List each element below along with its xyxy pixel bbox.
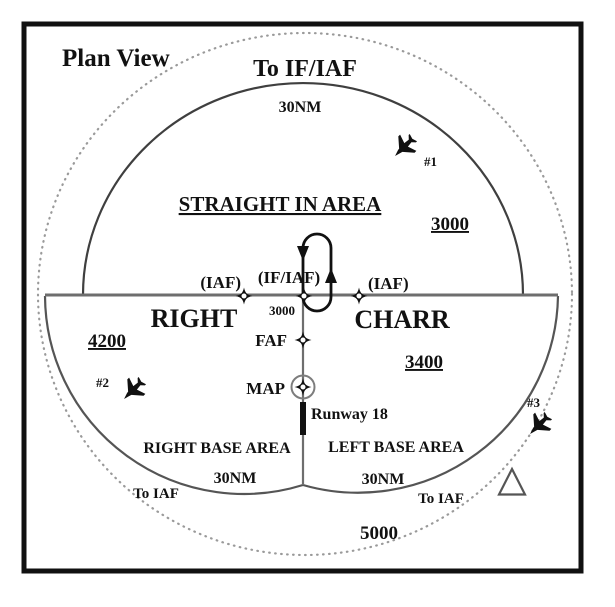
iaf-left-label: (IAF) [200,273,241,292]
to-if-iaf-label: To IF/IAF [253,56,357,82]
altitude-left-base: 3400 [405,352,443,373]
airplane-icon-3 [521,407,557,443]
right-base-area-arc [43,295,304,496]
if-iaf-label: (IF/IAF) [258,268,320,287]
iaf-right-label: (IAF) [368,274,409,293]
page-title: Plan View [62,45,170,72]
radius-label-bottom-right: 30NM [362,471,405,488]
waypoint-star-icon-if-iaf [295,287,313,305]
to-iaf-right-label: To IAF [418,491,464,507]
left-base-area-arc [302,295,560,494]
holding-pattern-racetrack-icon [301,232,333,313]
to-iaf-left-label: To IAF [133,486,179,502]
airplane-icon-1 [386,129,422,165]
radius-label-bottom-left: 30NM [214,470,257,487]
altitude-straight-in: 3000 [431,214,469,235]
right-base-area-label: RIGHT BASE AREA [143,440,291,457]
map-circled-waypoint-icon [290,374,316,400]
left-base-area-label: LEFT BASE AREA [328,439,464,456]
waypoint-star-icon-iaf-right [350,287,368,305]
straight-in-area-arc [81,81,525,296]
triangle-obstacle-icon [497,466,527,496]
airplane-icon-2 [115,372,151,408]
fix-name-right: CHARR [354,305,450,334]
faf-label: FAF [255,331,287,350]
waypoint-star-icon-map [294,378,312,396]
aircraft-1-label: #1 [424,154,437,169]
runway-label: Runway 18 [311,406,388,423]
outer-dotted-range-ring [36,31,574,557]
figure-border [21,21,584,574]
straight-in-area-label: STRAIGHT IN AREA [179,192,383,216]
fix-name-left: RIGHT [151,304,238,333]
altitude-right-base: 4200 [88,331,126,352]
aircraft-2-label: #2 [96,375,109,390]
crossing-altitude-label: 3000 [269,303,295,318]
holding-pattern-down-arrow-icon [297,246,309,261]
altitude-outer: 5000 [360,523,398,544]
holding-pattern-up-arrow-icon [325,268,337,283]
map-label: MAP [246,379,285,398]
radius-label-top: 30NM [279,99,322,116]
waypoint-star-icon-faf [294,331,312,349]
aircraft-3-label: #3 [527,395,541,410]
